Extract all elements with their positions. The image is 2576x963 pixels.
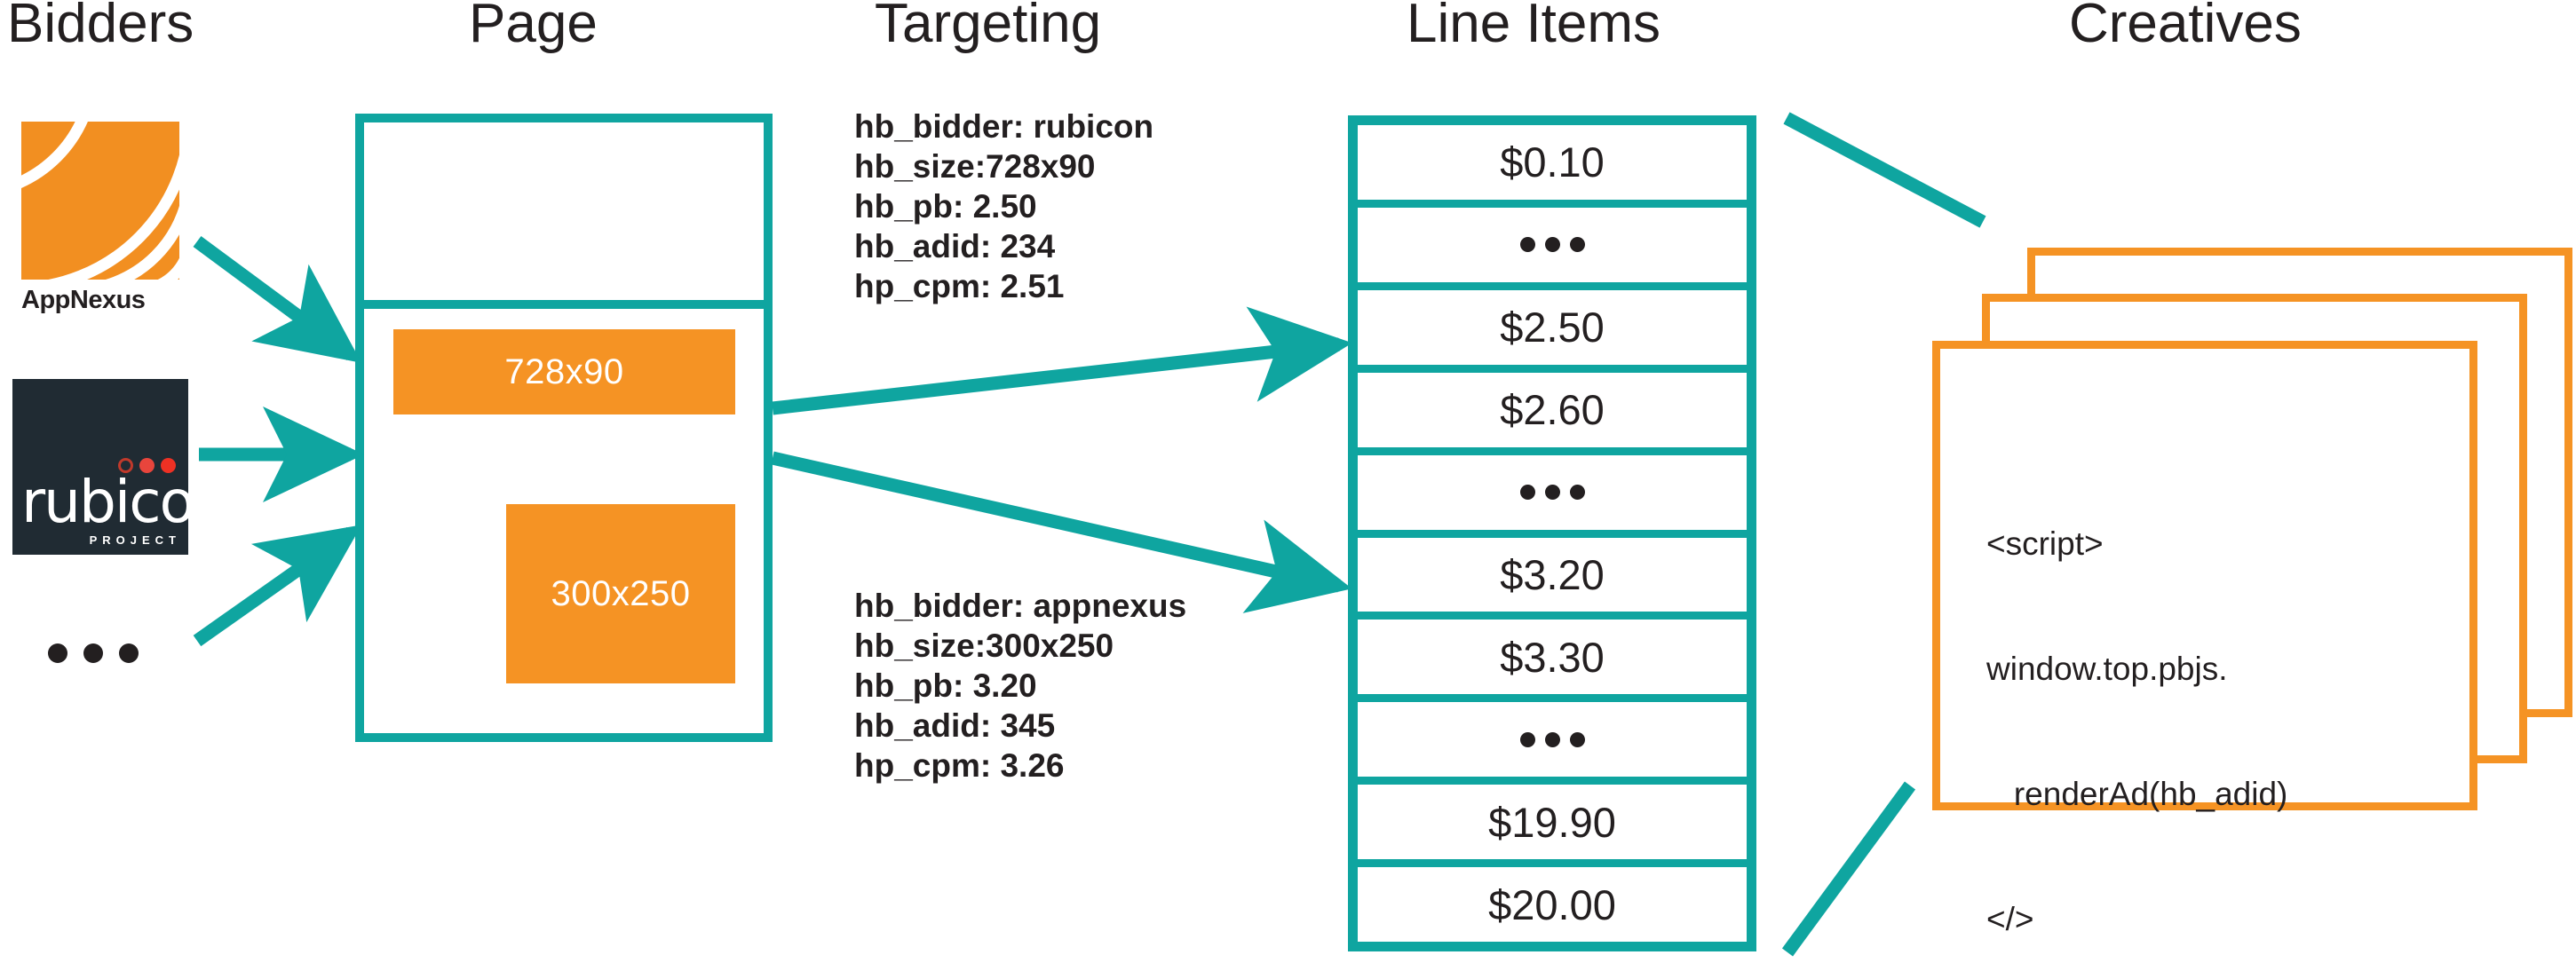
rubicon-project-logo-icon: rubicon PROJECT [12,379,188,555]
line-item-row[interactable]: $0.10 [1358,125,1747,200]
line-item-row[interactable]: $20.00 [1358,867,1747,943]
arrow-page-to-lineitem-250 [772,306,1352,415]
creative-code-block: <script> window.top.pbjs. renderAd(hb_ad… [1986,439,2287,963]
targeting-line: hb_adid: 234 [854,228,1056,264]
column-heading-line-items: Line Items [1407,0,1661,54]
targeting-line: hp_cpm: 2.51 [854,268,1065,304]
appnexus-label: AppNexus [21,286,146,314]
targeting-line: hb_adid: 345 [854,707,1056,744]
targeting-block-rubicon: hb_bidder: rubicon hb_size:728x90 hb_pb:… [854,107,1153,306]
targeting-block-appnexus: hb_bidder: appnexus hb_size:300x250 hb_p… [854,586,1186,785]
page-panel: 728x90 300x250 [355,114,773,742]
targeting-line: hb_bidder: rubicon [854,108,1154,145]
line-item-row[interactable]: $2.60 [1358,372,1747,447]
line-item-row[interactable]: $3.20 [1358,537,1747,612]
column-heading-creatives: Creatives [2069,0,2302,54]
arrow-appnexus-to-page [193,235,362,363]
ad-slot-300x250[interactable]: 300x250 [506,504,735,683]
ad-slot-728x90[interactable]: 728x90 [393,329,735,414]
column-heading-page: Page [469,0,598,54]
line-item-row-ellipsis [1358,454,1747,530]
creative-code-line: renderAd(hb_adid) [1986,776,2288,812]
appnexus-logo-icon [21,122,179,280]
creative-card-front[interactable]: <script> window.top.pbjs. renderAd(hb_ad… [1932,341,2477,937]
rubicon-subtitle: PROJECT [89,533,181,547]
column-heading-targeting: Targeting [875,0,1102,54]
connector-lineitems-to-creatives-bottom [1781,781,1916,957]
line-item-row[interactable]: $2.50 [1358,289,1747,365]
targeting-line: hb_bidder: appnexus [854,588,1187,624]
rubicon-dots [118,458,176,473]
targeting-line: hb_size:300x250 [854,628,1114,664]
targeting-line: hb_size:728x90 [854,148,1096,185]
rubicon-wordmark: rubicon [21,468,188,536]
line-item-row[interactable]: $3.30 [1358,620,1747,695]
connector-lineitems-to-creatives-top [1783,112,1986,228]
more-bidders-ellipsis-icon [48,643,139,663]
line-item-row[interactable]: $19.90 [1358,785,1747,860]
line-items-list: $0.10 $2.50 $2.60 $3.20 $3.30 $19.90 $20… [1348,115,1756,951]
arrow-more-to-page [193,525,362,647]
creative-code-line: window.top.pbjs. [1986,651,2228,687]
targeting-line: hb_pb: 3.20 [854,667,1037,704]
targeting-line: hp_cpm: 3.26 [854,747,1065,784]
line-item-row-ellipsis [1358,207,1747,282]
creative-code-line: <script> [1986,525,2104,562]
creative-code-line: </> [1986,901,2034,937]
line-item-row-ellipsis [1358,702,1747,778]
page-section-divider [364,300,764,309]
column-heading-bidders: Bidders [7,0,194,54]
arrow-page-to-lineitem-320 [771,451,1352,613]
targeting-line: hb_pb: 2.50 [854,188,1037,225]
